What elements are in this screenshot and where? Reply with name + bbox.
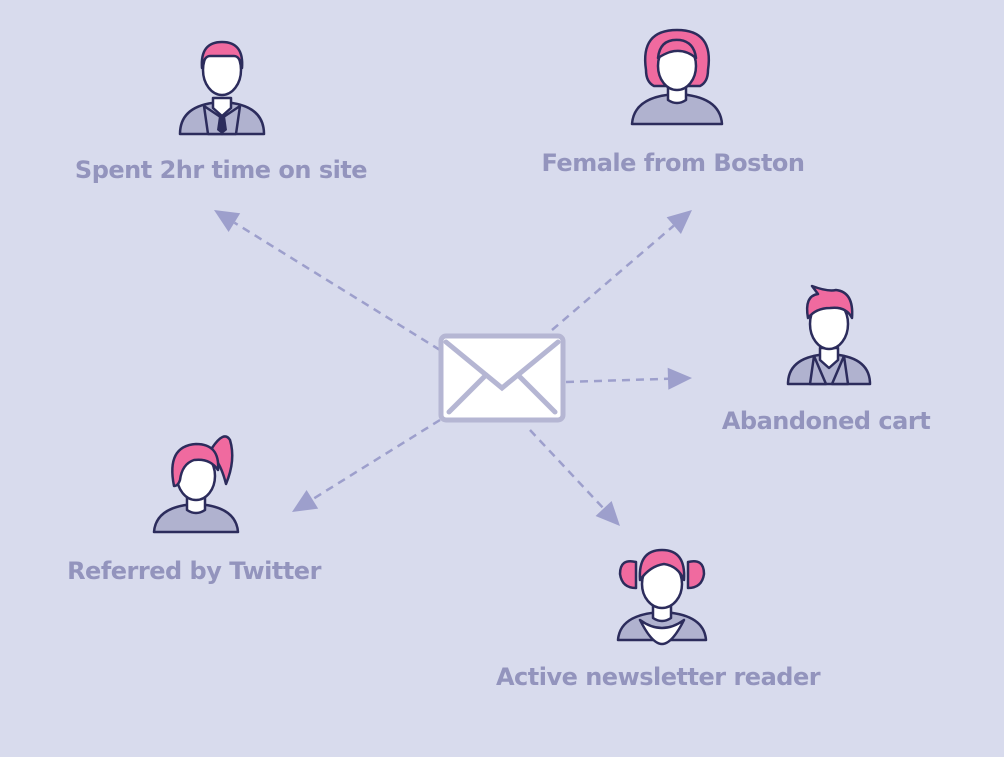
label-active-newsletter-reader: Active newsletter reader: [495, 663, 821, 691]
arrowhead-time-on-site: [214, 210, 241, 232]
connector-time-on-site: [233, 221, 441, 352]
arrow-group: [214, 210, 692, 526]
label-abandoned-cart: Abandoned cart: [721, 407, 931, 435]
arrowhead-boston: [666, 210, 692, 234]
connector-newsletter: [529, 429, 605, 510]
label-female-from-boston: Female from Boston: [541, 149, 805, 177]
woman-icon: [630, 28, 724, 126]
woman-with-ponytail-icon: [152, 435, 240, 534]
label-referred-by-twitter: Referred by Twitter: [67, 557, 321, 585]
connector-abandoned-cart: [565, 377, 669, 384]
arrowhead-abandoned-cart: [667, 367, 692, 390]
connector-twitter: [311, 418, 441, 501]
girl-with-pigtails-icon: [616, 548, 708, 646]
connector-boston: [551, 224, 675, 331]
label-time-on-site: Spent 2hr time on site: [74, 156, 368, 184]
arrowhead-newsletter: [595, 500, 620, 526]
arrowhead-twitter: [292, 489, 319, 512]
envelope-icon: [438, 333, 566, 423]
man-in-suit-icon: [178, 40, 266, 136]
man-in-jacket-icon: [786, 284, 872, 386]
